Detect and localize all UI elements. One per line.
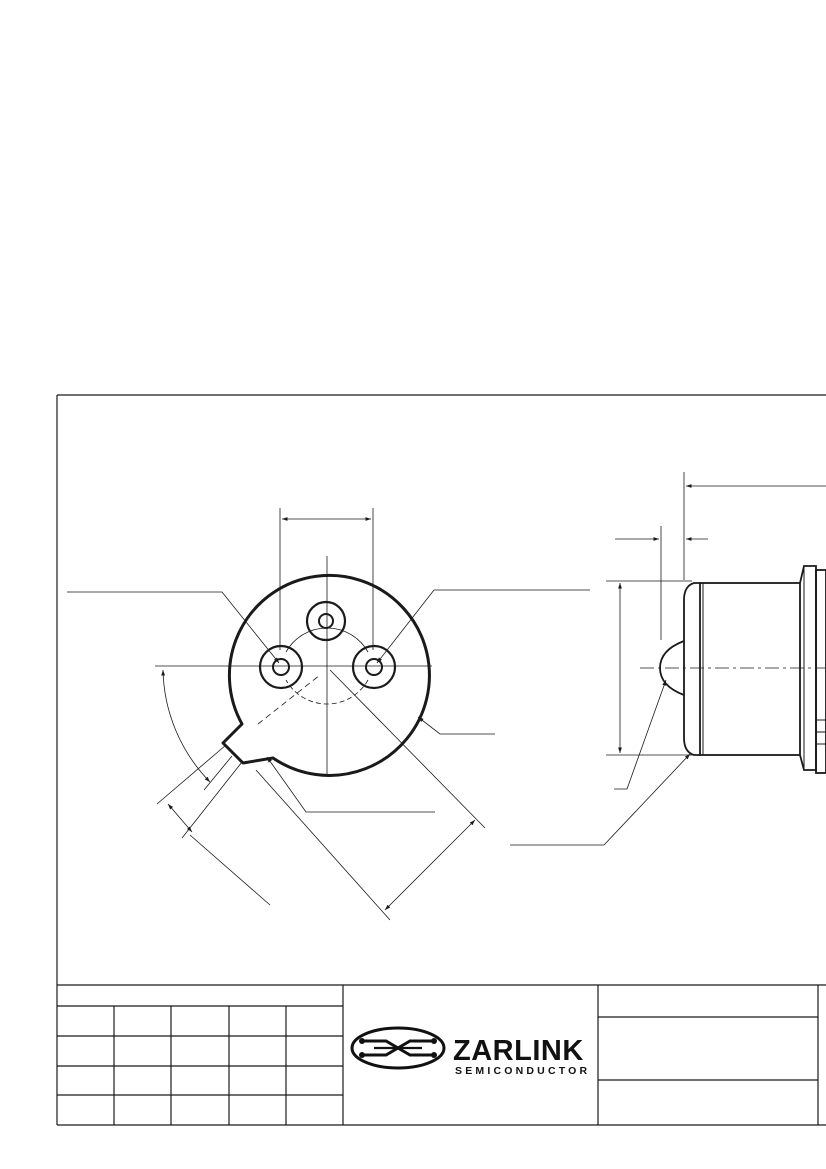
tab-angle-dimension bbox=[161, 669, 211, 783]
pin-left-inner bbox=[272, 658, 290, 676]
leader-dome bbox=[614, 679, 667, 790]
front-cap bbox=[683, 582, 700, 756]
leader-tab bbox=[266, 756, 435, 813]
logo-tagline: SEMICONDUCTOR bbox=[455, 1065, 590, 1077]
pin-right-outer bbox=[351, 644, 397, 690]
title-block bbox=[57, 984, 826, 1125]
tab-width-dimension bbox=[167, 803, 193, 833]
drawing-border bbox=[56, 394, 826, 1126]
pin-left-outer bbox=[258, 644, 304, 690]
logo-name: ZARLINK bbox=[453, 1035, 584, 1067]
window-dome bbox=[659, 640, 685, 696]
header-body-outline bbox=[221, 573, 431, 777]
front-view bbox=[67, 508, 590, 921]
pin-top-inner bbox=[318, 613, 334, 629]
overall-diagonal-dimension bbox=[384, 819, 476, 911]
can-body bbox=[699, 582, 801, 756]
pin-top-outer bbox=[305, 600, 347, 642]
leader-right-pin bbox=[376, 589, 590, 664]
zarlink-logo: ZARLINK SEMICONDUCTOR bbox=[350, 1026, 590, 1077]
leader-left-pin bbox=[67, 591, 280, 664]
leader-cap bbox=[510, 753, 691, 846]
base-rim bbox=[815, 569, 826, 774]
leader-body bbox=[417, 716, 495, 735]
zarlink-circuit-logo-icon bbox=[350, 1026, 446, 1070]
tab-hidden-line bbox=[257, 674, 321, 725]
pin-pitch-circle-hidden bbox=[285, 679, 369, 705]
side-view bbox=[510, 472, 826, 846]
pin-right-inner bbox=[365, 658, 383, 676]
